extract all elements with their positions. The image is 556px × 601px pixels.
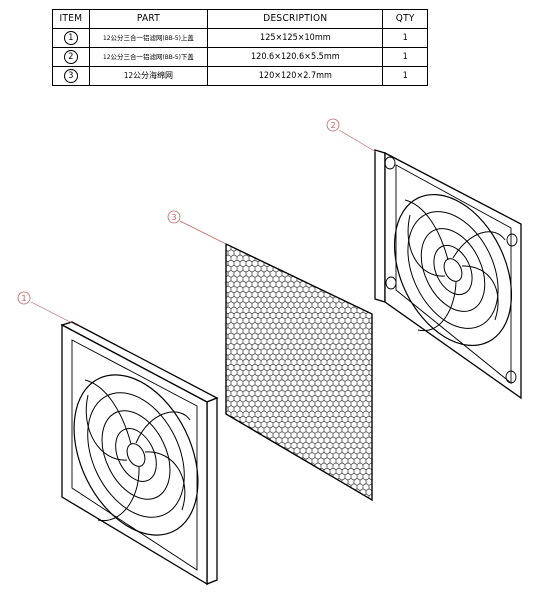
bom-item-cell: 3 — [52, 66, 90, 86]
bom-row: 3 12公分海绵网 120×120×2.7mm 1 — [52, 66, 428, 86]
callout-2: 2 — [326, 118, 377, 153]
callout-1-label: 1 — [21, 294, 26, 303]
bom-qty-cell: 1 — [382, 66, 428, 86]
item-number-badge: 1 — [63, 31, 78, 45]
filter-top-cover — [60, 321, 219, 586]
foam-mesh-filter — [225, 243, 373, 502]
item-number-badge: 3 — [63, 69, 78, 83]
bill-of-materials-table: ITEM PART DESCRIPTION QTY 1 12公分三合一铝滤网(B… — [52, 9, 428, 86]
bom-row: 2 12公分三合一铝滤网(BB-5)下盖 120.6×120.6×5.5mm 1 — [52, 47, 428, 67]
callout-2-label: 2 — [330, 121, 335, 130]
callout-3: 3 — [167, 210, 227, 245]
bom-part-cell: 12公分海绵网 — [88, 66, 209, 86]
callout-1: 1 — [17, 291, 79, 327]
bom-row: 1 12公分三合一铝滤网(BB-5)上盖 125×125×10mm 1 — [52, 28, 428, 48]
filter-bottom-cover — [374, 149, 522, 400]
item-number-badge: 2 — [63, 50, 78, 64]
bom-header-row: ITEM PART DESCRIPTION QTY — [52, 9, 428, 29]
callout-3-label: 3 — [171, 213, 176, 222]
bom-description-cell: 120×120×2.7mm — [207, 66, 384, 86]
